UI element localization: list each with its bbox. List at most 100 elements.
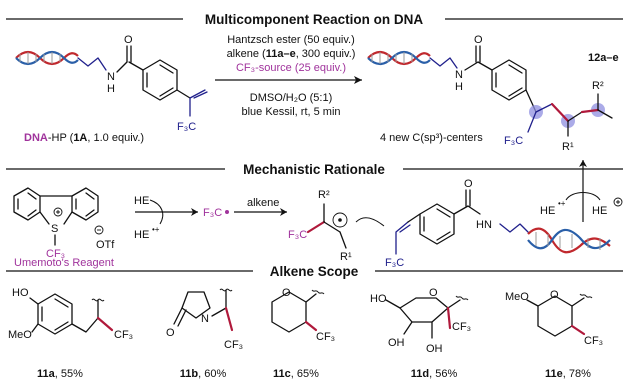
product-label: 12a–e xyxy=(588,52,619,64)
mech-benzene-ring xyxy=(419,203,455,245)
umemoto-ring-left-inner xyxy=(17,192,37,217)
amide-n: N xyxy=(107,71,115,83)
product-c2-c3-bond xyxy=(567,111,583,122)
sm-label-bold: 1A xyxy=(73,132,87,144)
scope-11b-cf3: CF₃ xyxy=(224,339,243,351)
scope-11b-o: O xyxy=(166,327,175,339)
mech-bond-carbonyl-n xyxy=(467,205,481,215)
scope-11a-meo-bond xyxy=(31,323,39,333)
product-amide-h: H xyxy=(455,81,463,93)
linker-chain-product xyxy=(429,57,458,69)
scope-11d-o: O xyxy=(429,287,438,299)
scope-11b-ring xyxy=(181,291,211,319)
radical-f3c: F₃C xyxy=(288,229,307,241)
vinyl-group xyxy=(189,89,208,117)
mech-f3c: F₃C xyxy=(385,257,404,269)
cond-cf3-source: CF₃-source (25 equiv.) xyxy=(236,62,346,74)
he-radical-cation: HE xyxy=(134,229,149,241)
product-new-bond-1 xyxy=(550,102,570,123)
cond-alkene-post: , 300 equiv.) xyxy=(296,48,356,60)
radical-r2: R² xyxy=(318,189,330,201)
scope-11c-cf3: CF₃ xyxy=(316,331,335,343)
scope-11d-oh1-bond xyxy=(403,321,413,335)
bond-carbonyl-ring xyxy=(128,61,144,71)
scope-11b-carbonyl xyxy=(173,307,187,327)
scope-11d-oh1: OH xyxy=(388,337,405,349)
product-new-bond-2 xyxy=(580,108,600,114)
scope-11c-label: 11c, 65% xyxy=(273,368,319,380)
umemoto-ring-right-inner xyxy=(75,192,95,217)
umemoto-label: Umemoto's Reagent xyxy=(14,257,114,269)
product-bond-carbonyl-ring xyxy=(477,61,493,71)
sm-label-end: , 1.0 equiv.) xyxy=(87,132,144,144)
cond-hantzsch: Hantzsch ester (50 equiv.) xyxy=(227,34,355,46)
he-plus-sign xyxy=(616,200,620,204)
scope-11c-wavy-bond xyxy=(305,293,317,303)
cond-solvent: DMSO/H₂O (5:1) xyxy=(250,92,333,104)
benzene-ring-start xyxy=(142,59,178,101)
product-c1-c2-bond xyxy=(535,103,553,113)
mech-carbonyl-o: O xyxy=(464,178,473,190)
section-title-reaction: Multicomponent Reaction on DNA xyxy=(205,12,423,27)
scope-11b-yield: 60% xyxy=(204,368,226,380)
radical-r1: R¹ xyxy=(340,251,352,263)
product-carbonyl-o: O xyxy=(474,34,483,46)
scope-11b-id: 11b xyxy=(180,368,199,380)
product-bond-n-carbonyl xyxy=(464,61,479,71)
cond-alkene-pre: alkene ( xyxy=(227,48,266,60)
scope-11a-ho-bond xyxy=(29,297,39,305)
umemoto-plus-sign xyxy=(56,210,60,214)
scope-11d-cf3: CF₃ xyxy=(452,321,471,333)
section-title-scope: Alkene Scope xyxy=(270,264,359,279)
scope-11d-sep: , xyxy=(429,368,435,380)
product-c1-cf3-bond xyxy=(527,111,537,133)
bond-ring-vinyl xyxy=(176,89,191,99)
he-radical-cation-sup: •+ xyxy=(152,225,160,234)
he-right: HE xyxy=(540,205,555,217)
scope-11d-ring xyxy=(399,297,449,323)
f3c-radical-dot xyxy=(225,210,229,214)
mech-amide-n: N xyxy=(484,219,492,231)
mech-bond-ring-carbonyl xyxy=(453,205,469,215)
mech-arrow-2-head xyxy=(280,208,287,216)
sm-label-dna: DNA xyxy=(24,132,48,144)
scope-11c-id: 11c xyxy=(273,368,291,380)
mech-arrow-up-head xyxy=(579,160,587,167)
scope-11e-id: 11e xyxy=(545,368,563,380)
scope-11a-chain xyxy=(71,317,99,333)
scope-11c-wavy xyxy=(311,289,325,295)
reaction-arrow-head xyxy=(354,76,362,84)
dna-helix-mech xyxy=(527,227,611,254)
sm-label-mid: -HP ( xyxy=(48,132,74,144)
radical-center-dot xyxy=(338,218,342,222)
radical-cf3-bond xyxy=(306,220,326,234)
sp3-centers-note: 4 new C(sp³)-centers xyxy=(380,132,483,144)
he-oxidation-arrow xyxy=(565,192,601,201)
scope-11c-yield: 65% xyxy=(297,368,319,380)
scope-11e-label: 11e, 78% xyxy=(545,368,591,380)
scope-11c-o: O xyxy=(282,287,291,299)
scope-11a-meo: MeO xyxy=(8,329,32,341)
scope-11e-meo-bond xyxy=(526,299,539,307)
mech-amide-hn: HN xyxy=(476,219,492,231)
scope-11e-sep: , xyxy=(563,368,569,380)
benzene-ring-product xyxy=(491,59,527,101)
mech-carbonyl-double xyxy=(465,189,471,207)
alkene-label: alkene xyxy=(247,197,279,209)
scope-11d-wavy-bond xyxy=(447,299,461,309)
benzene-inner-bonds xyxy=(146,64,174,97)
scope-11e-wavy-bond xyxy=(571,297,585,307)
scope-11e-o: O xyxy=(550,289,559,301)
f3c-radical: F₃C xyxy=(203,207,222,219)
section-title-mechanism: Mechanistic Rationale xyxy=(243,162,385,177)
cond-light: blue Kessil, rt, 5 min xyxy=(241,106,340,118)
scope-11e-cf3: CF₃ xyxy=(584,335,603,347)
scope-11b-n: N xyxy=(201,313,209,325)
product-amide-n: N xyxy=(455,69,463,81)
he-plus: HE xyxy=(592,205,607,217)
umemoto-s: S xyxy=(51,223,58,235)
mech-bond-vinyl-ring xyxy=(407,213,421,223)
carbonyl-double-bond xyxy=(126,45,132,63)
scope-11d-ho: HO xyxy=(370,293,387,305)
bond-n-carbonyl xyxy=(116,61,128,73)
